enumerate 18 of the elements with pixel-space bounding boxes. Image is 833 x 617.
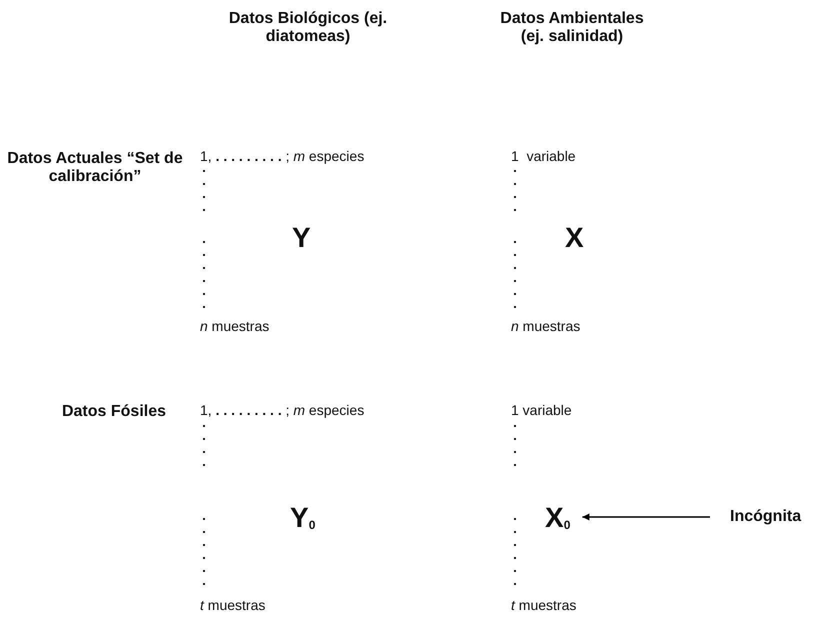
row-range-text: t muestras — [200, 597, 266, 613]
matrix-symbol: Y — [292, 222, 311, 254]
matrix-symbol: X$_{0}$ — [545, 502, 570, 534]
row-range-text: n muestras — [511, 318, 580, 334]
matrix-symbol: Y$_{0}$ — [290, 502, 316, 534]
column-heading: Datos Biológicos (ej. diatomeas) — [228, 10, 388, 46]
column-heading: Datos Ambientales (ej. salinidad) — [499, 10, 645, 46]
row-range-text: t muestras — [511, 597, 576, 613]
column-range-text: 1 variable — [511, 402, 572, 418]
arrow — [582, 514, 710, 520]
row-heading: Datos Fósiles — [60, 403, 166, 421]
annotation-text: Incógnita — [730, 508, 802, 526]
row-range-text: n muestras — [200, 318, 270, 334]
column-range-text: 1 variable — [511, 148, 576, 164]
matrix-symbol: X — [565, 222, 584, 254]
column-range-text: 1, . . . . . . . . . ; m especies — [200, 148, 364, 164]
column-range-text: 1, . . . . . . . . . ; m especies — [200, 402, 364, 418]
row-heading: Datos Actuales “Set de calibración” — [6, 150, 184, 186]
